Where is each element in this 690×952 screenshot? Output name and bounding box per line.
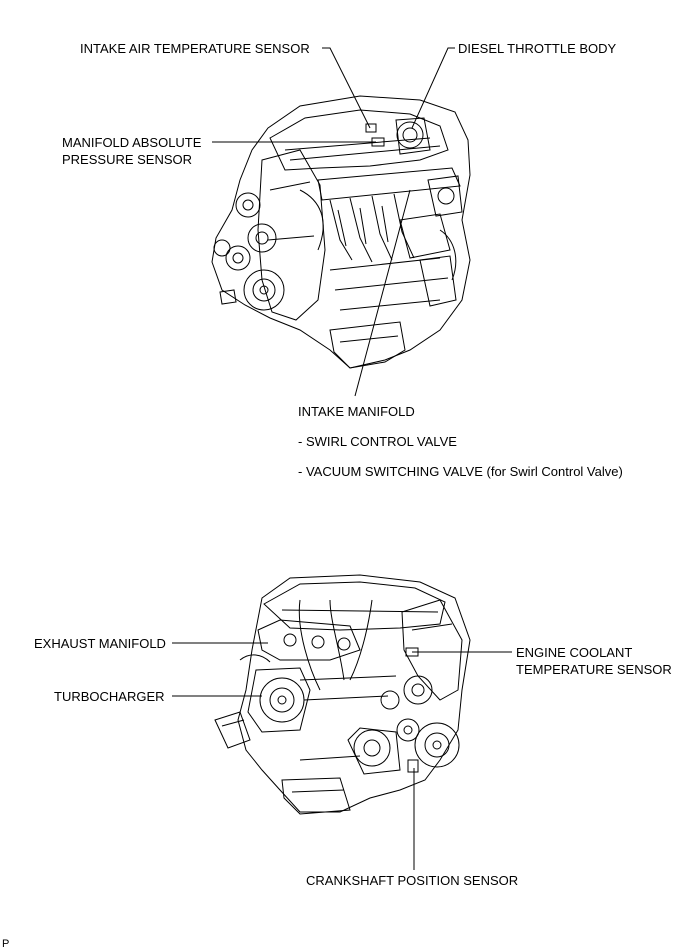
label-manifold-absolute-pressure-sensor: MANIFOLD ABSOLUTE PRESSURE SENSOR bbox=[62, 135, 202, 167]
top-engine-drawing bbox=[211, 95, 471, 369]
label-vacuum-switching-valve: - VACUUM SWITCHING VALVE (for Swirl Cont… bbox=[298, 464, 623, 479]
label-turbocharger: TURBOCHARGER bbox=[54, 689, 165, 704]
label-crankshaft-position-sensor: CRANKSHAFT POSITION SENSOR bbox=[306, 873, 519, 888]
label-diesel-throttle-body: DIESEL THROTTLE BODY bbox=[458, 41, 617, 56]
bottom-engine-drawing bbox=[214, 574, 471, 815]
label-swirl-control-valve: - SWIRL CONTROL VALVE bbox=[298, 434, 457, 449]
leader-intake-manifold bbox=[354, 189, 411, 397]
leader-intake-air-temp bbox=[322, 47, 371, 129]
corner-mark: P bbox=[2, 938, 10, 950]
label-engine-coolant-temperature-sensor: ENGINE COOLANT TEMPERATURE SENSOR bbox=[516, 645, 672, 677]
leader-diesel-throttle bbox=[411, 47, 455, 129]
label-intake-manifold: INTAKE MANIFOLD bbox=[298, 404, 415, 419]
label-intake-air-temperature-sensor: INTAKE AIR TEMPERATURE SENSOR bbox=[80, 41, 310, 56]
label-exhaust-manifold: EXHAUST MANIFOLD bbox=[34, 636, 166, 651]
